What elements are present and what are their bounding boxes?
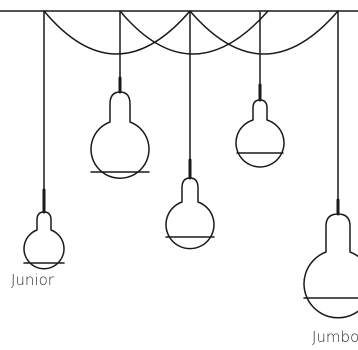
lamp-4 [235,10,285,168]
lamp-2 [90,10,150,179]
cable-drape-1 [43,10,191,55]
cable-drape-2 [119,10,269,55]
lamp-jumbo [303,10,358,319]
lamp-junior [23,10,65,270]
label-junior: Junior [11,271,54,289]
lamp-3 [165,10,215,250]
label-jumbo: Jumbo [312,328,358,346]
cable-drape-3 [189,10,339,55]
